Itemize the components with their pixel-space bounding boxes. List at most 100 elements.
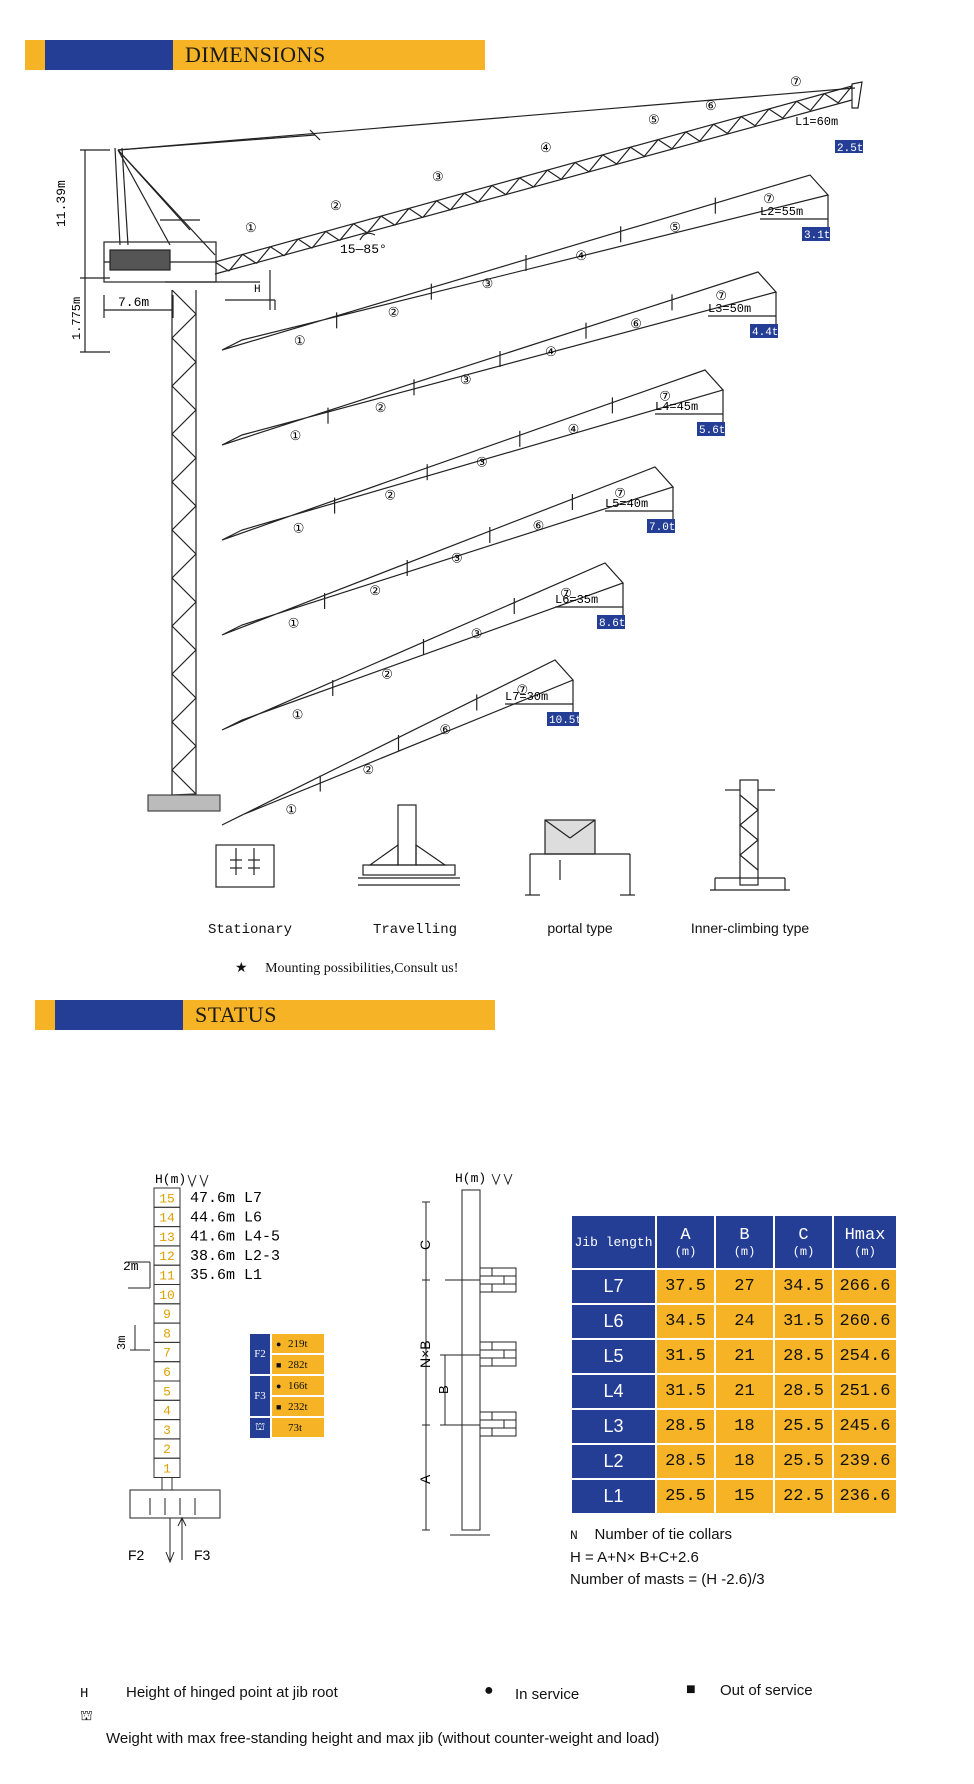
jib-section-marker: ② <box>388 305 400 320</box>
mast-section-number: 1 <box>163 1462 171 1477</box>
mounting-note: ★ Mounting possibilities,Consult us! <box>235 960 458 977</box>
foundation-block <box>147 794 221 812</box>
n-key: N <box>570 1528 578 1543</box>
header-b-unit: (m) <box>733 1244 756 1259</box>
jib-load-label: 8.6t <box>599 618 625 630</box>
status-title: STATUS <box>183 1000 495 1030</box>
tie-collar-1 <box>479 1267 517 1293</box>
value-cell: 18 <box>716 1445 773 1478</box>
tie-collar-3 <box>479 1411 517 1437</box>
in-service-icon: ● <box>276 1380 282 1391</box>
caption-portal: portal type <box>547 920 613 936</box>
load-row: 73t <box>272 1418 324 1437</box>
mast-section-number: 7 <box>163 1346 171 1361</box>
jib-load-label: 5.6t <box>699 425 725 437</box>
value-cell: 21 <box>716 1340 773 1373</box>
mast-section-number: 6 <box>163 1365 171 1380</box>
dimensions-banner: DIMENSIONS <box>25 40 485 70</box>
value-cell: 239.6 <box>834 1445 896 1478</box>
value-cell: 34.5 <box>775 1270 832 1303</box>
jib-load-badge <box>697 422 725 436</box>
jib-load-label: 2.5t <box>837 143 863 155</box>
force-f2-label: F2 <box>128 1547 145 1563</box>
jib-section-marker: ⑤ <box>648 112 660 127</box>
jib-section-marker: ⑥ <box>705 98 717 113</box>
jib-section-marker: ⑥ <box>440 722 452 737</box>
caption-travelling: Travelling <box>372 922 457 938</box>
banner-accent-left <box>35 1000 55 1030</box>
jib-section-marker: ⑦ <box>790 74 802 89</box>
mast-section-number: 3 <box>163 1423 171 1438</box>
legend-h-desc: Height of hinged point at jib root <box>126 1684 338 1701</box>
load-value: 232t <box>288 1400 308 1413</box>
climbing-diagram: H(m) C N×B B A <box>417 1171 517 1536</box>
jib-length-label: L1=60m <box>795 115 838 129</box>
load-value: 282t <box>288 1358 308 1371</box>
header-jib-length-text: Jib length <box>574 1234 653 1250</box>
header-b: B(m) <box>716 1216 773 1268</box>
jib-load-label: 7.0t <box>649 522 675 534</box>
legend-in-service: In service <box>515 1686 580 1703</box>
jib-length-label: L2=55m <box>760 205 803 219</box>
jib-section-marker: ② <box>369 583 381 598</box>
jib-section-marker: ⑥ <box>630 316 642 331</box>
value-cell: 25.5 <box>775 1445 832 1478</box>
jib-length-cell: L4 <box>572 1375 655 1408</box>
luffing-jib-truss <box>214 85 853 275</box>
jib-load-label: 10.5t <box>549 715 582 727</box>
mast-section-number: 10 <box>159 1288 175 1303</box>
jib-section-marker: ⑦ <box>715 288 727 303</box>
load-value: 73t <box>288 1421 303 1434</box>
jib-section-marker: ③ <box>471 626 483 641</box>
climb-label-b: B <box>436 1385 451 1394</box>
height-config-label: 38.6m L2-3 <box>190 1248 280 1265</box>
value-cell: 28.5 <box>775 1340 832 1373</box>
weight-icon: ⛫ <box>250 1418 270 1438</box>
value-cell: 245.6 <box>834 1410 896 1443</box>
mast-section <box>153 1457 181 1479</box>
jib-length-label: L6=35m <box>555 593 598 607</box>
jib-length-label: L4=45m <box>655 400 698 414</box>
crane-dimension-diagram: ①②③④⑤⑥⑦L1=60m2.5t①②③④⑤⑦L2=55m3.1t①②③④⑥⑦L… <box>54 74 863 826</box>
jib-length-cell: L3 <box>572 1410 655 1443</box>
counter-jib-dim-label: 7.6m <box>118 295 149 310</box>
climb-label-a: A <box>417 1474 433 1484</box>
jib-section-marker: ⑦ <box>763 191 775 206</box>
dimensions-title: DIMENSIONS <box>173 40 485 70</box>
jib-length-cell: L2 <box>572 1445 655 1478</box>
value-cell: 24 <box>716 1305 773 1338</box>
jib-section-marker: ③ <box>432 169 444 184</box>
value-cell: 31.5 <box>775 1305 832 1338</box>
mounting-types-diagram <box>215 779 790 896</box>
jib-length-cell: L1 <box>572 1480 655 1513</box>
jib-length-cell: L5 <box>572 1340 655 1373</box>
jib-length-label: L5=40m <box>605 497 648 511</box>
jib-section-marker: ① <box>245 220 257 235</box>
mast-section-number: 9 <box>163 1307 171 1322</box>
value-cell: 34.5 <box>657 1305 714 1338</box>
header-a: A(m) <box>657 1216 714 1268</box>
in-service-icon: ● <box>276 1338 282 1349</box>
h-dim-label: H <box>254 284 261 296</box>
jib-section-marker: ② <box>381 666 393 681</box>
load-row: ●219t <box>272 1334 324 1353</box>
mast-section-number: 5 <box>163 1384 171 1399</box>
jib-section-marker: ② <box>375 400 387 415</box>
value-cell: 28.5 <box>657 1445 714 1478</box>
luff-angle-label: 15—85° <box>340 242 387 257</box>
n-key-line: N Number of tie collars <box>570 1524 765 1547</box>
jib-section-marker: ③ <box>476 455 488 470</box>
value-cell: 27 <box>716 1270 773 1303</box>
n-desc: Number of tie collars <box>594 1526 733 1543</box>
jib-outline <box>221 174 830 351</box>
out-of-service-icon: ■ <box>686 1681 696 1698</box>
travelling-icon <box>358 804 460 886</box>
mast-base <box>129 1489 221 1519</box>
jib-section-marker: ① <box>290 428 302 443</box>
load-row: ■282t <box>272 1355 324 1374</box>
